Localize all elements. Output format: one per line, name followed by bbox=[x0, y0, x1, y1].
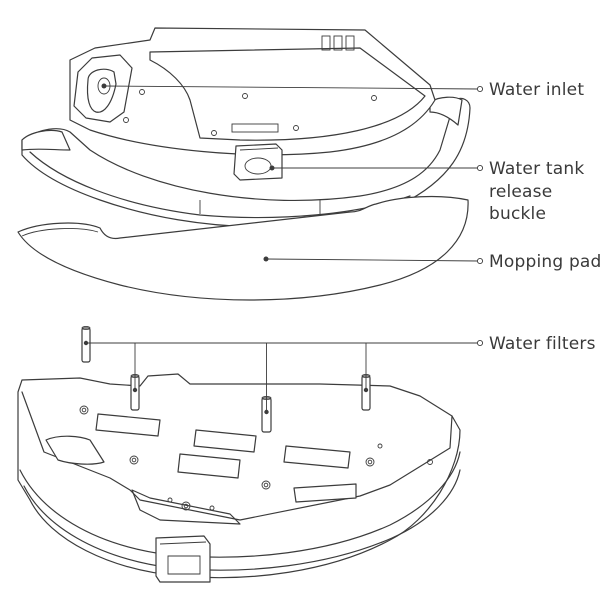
label-release-buckle-line1: Water tank bbox=[489, 159, 585, 179]
leader-release-buckle bbox=[269, 164, 484, 172]
leader-water-inlet bbox=[101, 83, 484, 93]
mop-bracket-view bbox=[17, 373, 461, 583]
mopping-pad-shape bbox=[17, 195, 469, 301]
label-mopping-pad: Mopping pad bbox=[489, 252, 602, 272]
label-water-inlet: Water inlet bbox=[489, 80, 585, 100]
label-water-filters: Water filters bbox=[489, 334, 596, 354]
leader-water-filters bbox=[83, 339, 484, 415]
label-release-buckle-line2: release buckle bbox=[489, 182, 553, 224]
water-tank-top-view bbox=[21, 27, 471, 228]
leader-mopping-pad bbox=[263, 256, 484, 265]
